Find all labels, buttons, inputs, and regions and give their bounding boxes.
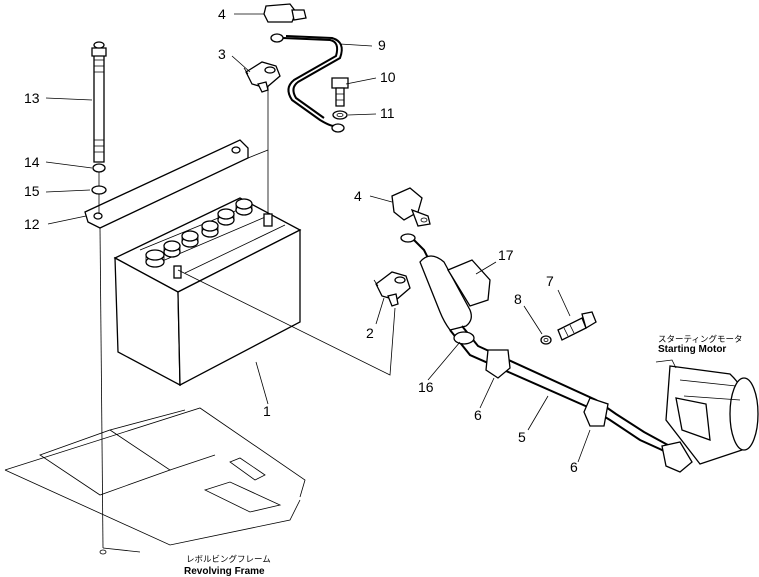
leader-lines [45,13,591,553]
callout-8: 8 [514,291,522,307]
revolving-frame-label-jp: レボルビングフレーム [186,554,271,565]
callout-16: 16 [418,379,434,395]
j-bolt [91,41,107,214]
callout-9: 9 [378,37,386,53]
washer-15 [91,185,107,195]
callout-6-a: 6 [474,407,482,423]
callout-1: 1 [263,403,271,419]
battery [113,197,302,387]
bolt-10 [331,77,349,107]
revolving-frame [4,407,306,546]
washer-8 [540,335,552,345]
callout-4-middle: 4 [354,188,362,204]
callout-13: 13 [24,90,40,106]
cable-clamp-6a [485,349,511,379]
battery-terminal-negative [173,265,182,279]
washer-11 [332,110,348,120]
ground-cable [270,33,345,133]
bolt-7 [557,311,597,341]
battery-terminal-positive [263,213,273,227]
callout-12: 12 [24,216,40,232]
callout-3: 3 [218,46,226,62]
callout-14: 14 [24,154,40,170]
callout-10: 10 [380,69,396,85]
revolving-frame-label-en: Revolving Frame [184,566,265,577]
terminal-cover-middle [391,187,431,227]
callout-7: 7 [546,273,554,289]
callout-11: 11 [380,105,395,121]
battery-cable [400,233,679,457]
callout-5: 5 [518,429,526,445]
callout-2: 2 [366,325,374,341]
starting-motor [655,359,759,473]
callout-17: 17 [498,247,514,263]
starting-motor-label-jp: スターティングモータ [658,334,743,345]
callout-4-top: 4 [218,6,226,22]
terminal-cover-top [263,3,307,23]
battery-cell-caps [145,198,253,268]
assembly-lines [99,85,396,555]
callout-15: 15 [24,183,40,199]
callout-6-b: 6 [570,459,578,475]
terminal-clamp-2 [373,271,411,307]
washer-14 [92,163,106,173]
starting-motor-label-en: Starting Motor [658,344,726,355]
terminal-clamp-3 [243,61,281,93]
cable-clamp-6b [583,397,609,427]
